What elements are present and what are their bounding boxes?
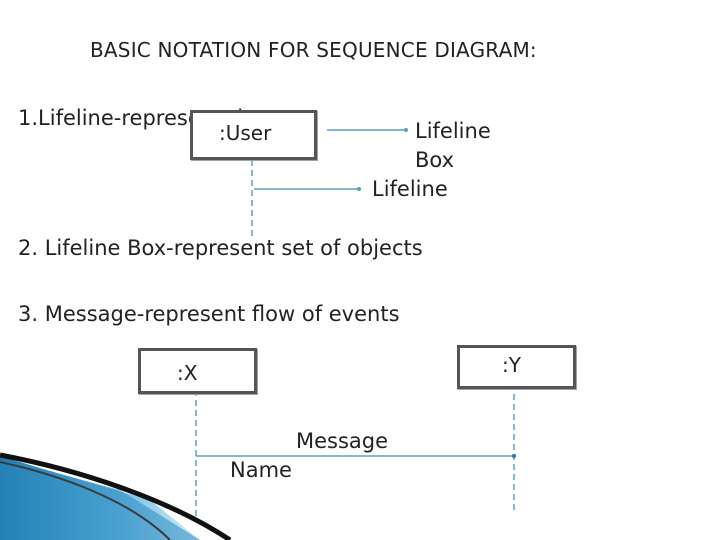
callout-lifeline: Lifeline	[372, 177, 448, 201]
user-lifeline-box: :User	[190, 110, 317, 160]
message-label: Message	[296, 429, 388, 453]
callout-lifeline-box-line1: Lifeline	[415, 119, 491, 143]
x-box-label: :X	[177, 361, 197, 385]
corner-swoosh-decoration	[0, 455, 230, 540]
item-3-message: 3. Message-represent flow of events	[18, 302, 400, 326]
item-2-lifeline-box: 2. Lifeline Box-represent set of objects	[18, 236, 423, 260]
callout-lifeline-box-line2: Box	[415, 148, 454, 172]
y-object-box: :Y	[457, 345, 576, 389]
name-label: Name	[230, 458, 292, 482]
y-box-label: :Y	[502, 353, 521, 377]
x-object-box: :X	[138, 348, 257, 394]
page-title: BASIC NOTATION FOR SEQUENCE DIAGRAM:	[90, 38, 537, 62]
user-box-label: :User	[219, 121, 271, 145]
